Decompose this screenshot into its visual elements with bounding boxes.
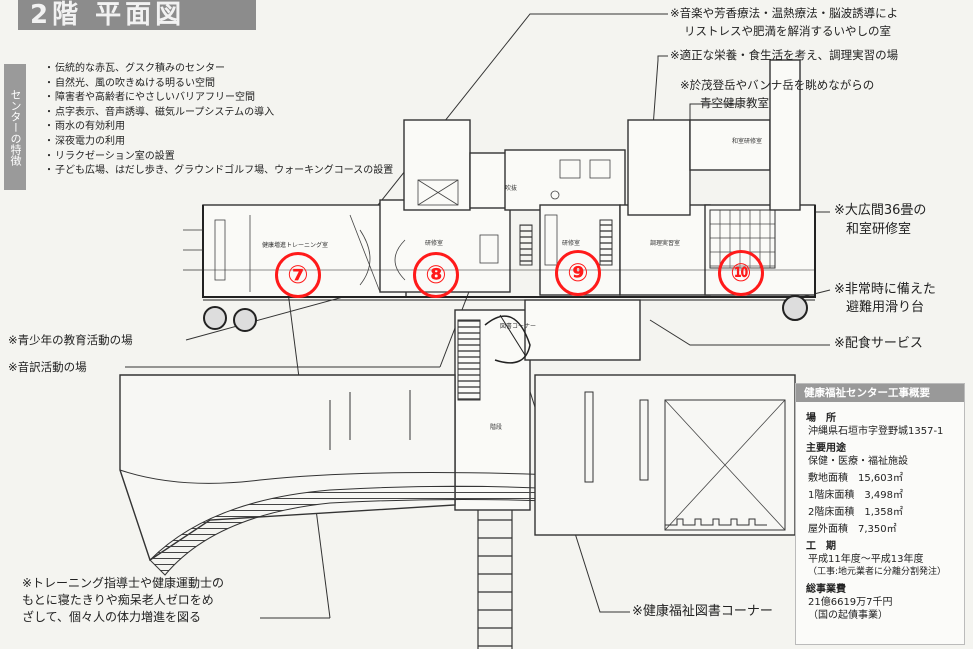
note-audio: ※音訳活動の場 [8,360,87,374]
feature-item: 自然光、風の吹きぬける明るい空間 [44,77,393,92]
info-location-label: 場 所 [806,413,836,424]
page-title: 2階 平面図 [18,0,256,30]
note-training-line: もとに寝たきりや痴呆老人ゼロをめ [22,593,214,607]
room-label-meeting: 研修室 [562,240,581,247]
info-site-area: 敷地面積 15,603㎡ [808,473,903,484]
note-meal-service: ※配食サービス [834,336,923,351]
note-slide-1: ※非常時に備えた [834,282,936,297]
room-number-7: ⑦ [275,252,321,298]
info-period-label: 工 期 [806,541,836,552]
room-label-stair: 階段 [490,424,503,431]
note-library: ※健康福祉図書コーナー [632,604,773,619]
room-number-10: ⑩ [718,250,764,296]
feature-item: 伝統的な赤瓦、グスク積みのセンター [44,62,393,77]
room-label-open: 吹抜 [505,185,518,192]
info-cost-value: 21億6619万7千円 [808,597,893,608]
room-label-seminar: 研修室 [425,240,444,247]
feature-item: 雨水の有効利用 [44,120,393,135]
info-floor2-area: 2階床面積 1,358㎡ [808,507,903,518]
info-cost-label: 総事業費 [806,584,846,595]
note-outdoor-class-1: ※於茂登岳やバンナ岳を眺めながらの [680,78,875,92]
room-number-8: ⑧ [413,252,459,298]
feature-item: リラクゼーション室の設置 [44,150,393,165]
info-use-label: 主要用途 [806,443,846,454]
info-location-value: 沖縄県石垣市字登野城1357-1 [808,426,944,437]
note-healing-room-2: リストレスや肥満を解消するいやしの室 [684,24,891,38]
room-label-cooking: 調理実習室 [650,240,681,247]
info-outdoor-area: 屋外面積 7,350㎡ [808,524,897,535]
feature-item: 深夜電力の利用 [44,135,393,150]
info-period-value: 平成11年度～平成13年度 [808,554,924,565]
info-cost-note: （国の起債事業） [808,610,888,621]
room-label-library: 図書コーナー [500,323,537,330]
feature-list: 伝統的な赤瓦、グスク積みのセンター 自然光、風の吹きぬける明るい空間 障害者や高… [44,62,393,179]
note-outdoor-class-2: 青空健康教室 [700,96,769,110]
note-healing-room-1: ※音楽や芳香療法・温熱療法・脳波誘導によ [670,6,899,20]
construction-info-box: 健康福祉センター工事概要 場 所 沖縄県石垣市字登野城1357-1 主要用途 保… [795,383,965,645]
upper-wing [202,59,816,298]
note-japanese-room-2: 和室研修室 [846,222,912,237]
info-period-note: （工事:地元業者に分離分割発注） [808,567,947,577]
info-floor1-area: 1階床面積 3,498㎡ [808,490,903,501]
note-cooking: ※適正な栄養・食生活を考え、調理実習の場 [670,48,899,62]
feature-item: 障害者や高齢者にやさしいバリアフリー空間 [44,91,393,106]
note-youth: ※青少年の教育活動の場 [8,333,133,347]
room-number-9: ⑨ [555,250,601,296]
info-use-value: 保健・医療・福祉施設 [808,456,908,467]
room-label-japanese: 和室研修室 [732,138,763,145]
note-slide-2: 避難用滑り台 [846,300,925,315]
room-label-training: 健康増進トレーニング室 [262,242,329,249]
note-training-line: ざして、個々人の体力増進を図る [22,610,202,624]
side-label: センターの特徴 [4,64,26,190]
info-title: 健康福祉センター工事概要 [796,384,964,402]
note-japanese-room-1: ※大広間36畳の [834,203,927,218]
note-training-line: ※トレーニング指導士や健康運動士の [22,576,225,590]
note-training: ※トレーニング指導士や健康運動士の もとに寝たきりや痴呆老人ゼロをめ ざして、個… [22,575,224,626]
feature-item: 子ども広場、はだし歩き、グラウンドゴルフ場、ウォーキングコースの設置 [44,164,393,179]
feature-item: 点字表示、音声誘導、磁気ループシステムの導入 [44,106,393,121]
